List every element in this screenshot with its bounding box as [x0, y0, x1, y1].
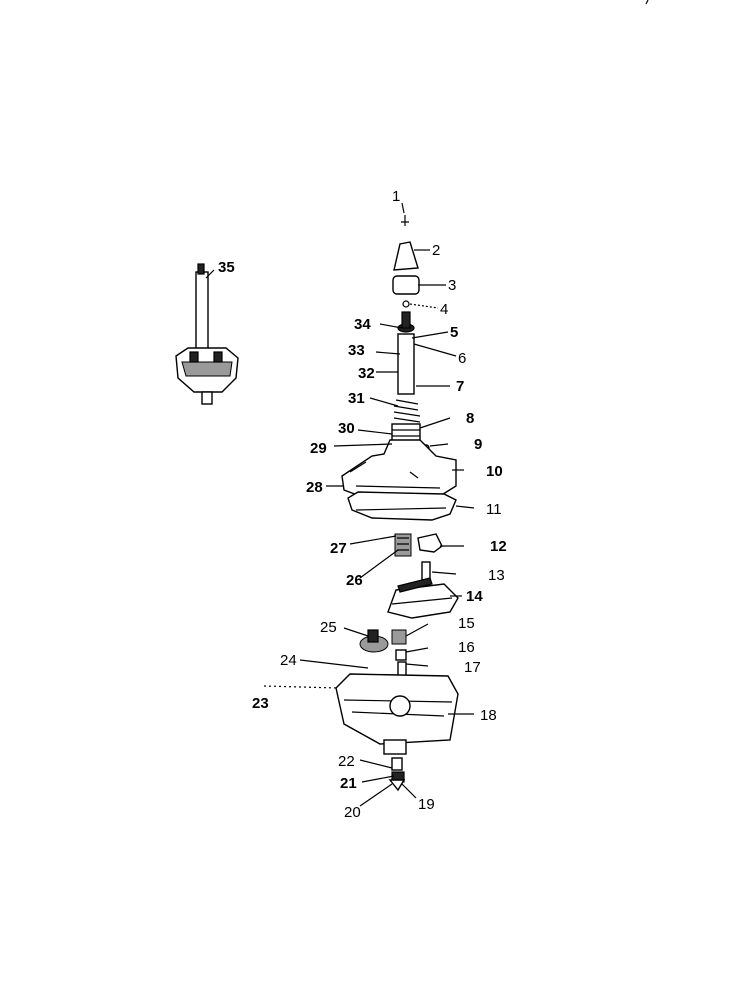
label-3: 3 — [448, 277, 456, 294]
label-31: 31 — [348, 390, 365, 407]
part-26-pinion — [394, 533, 412, 557]
corner-mark — [645, 0, 649, 5]
label-15: 15 — [458, 615, 475, 632]
label-17: 17 — [464, 659, 481, 676]
leader-lines — [205, 202, 475, 807]
label-24: 24 — [280, 652, 297, 669]
label-2: 2 — [432, 242, 440, 259]
part-15-gear — [391, 629, 407, 645]
label-34: 34 — [354, 316, 371, 333]
label-7: 7 — [456, 378, 464, 395]
label-28: 28 — [306, 479, 323, 496]
label-9: 9 — [474, 436, 482, 453]
label-20: 20 — [344, 804, 361, 821]
label-8: 8 — [466, 410, 474, 427]
part-3-nut — [392, 275, 420, 295]
part-11-gasket — [347, 491, 457, 521]
label-29: 29 — [310, 440, 327, 457]
part-31-spring — [393, 399, 421, 423]
callout-labels: 1 2 3 4 5 6 7 8 9 10 11 12 13 14 15 16 1… — [218, 188, 507, 821]
label-25: 25 — [320, 619, 337, 636]
label-13: 13 — [488, 567, 505, 584]
label-19: 19 — [418, 796, 435, 813]
label-35: 35 — [218, 259, 235, 276]
label-26: 26 — [346, 572, 363, 589]
label-30: 30 — [338, 420, 355, 437]
label-4: 4 — [440, 301, 448, 318]
part-35-assembly — [175, 263, 239, 405]
label-33: 33 — [348, 342, 365, 359]
label-10: 10 — [486, 463, 503, 480]
label-6: 6 — [458, 350, 466, 367]
part-1-screw — [401, 215, 409, 226]
label-18: 18 — [480, 707, 497, 724]
label-23: 23 — [252, 695, 269, 712]
label-27: 27 — [330, 540, 347, 557]
label-32: 32 — [358, 365, 375, 382]
part-32-tube — [397, 333, 415, 395]
label-5: 5 — [450, 324, 458, 341]
label-16: 16 — [458, 639, 475, 656]
part-12-shifter — [417, 533, 443, 553]
label-11: 11 — [486, 501, 502, 518]
label-1: 1 — [392, 188, 400, 205]
label-12: 12 — [490, 538, 507, 555]
label-22: 22 — [338, 753, 355, 770]
exploded-stack — [335, 215, 459, 792]
label-14: 14 — [466, 588, 483, 605]
part-2-cap — [393, 241, 419, 271]
label-21: 21 — [340, 775, 357, 792]
